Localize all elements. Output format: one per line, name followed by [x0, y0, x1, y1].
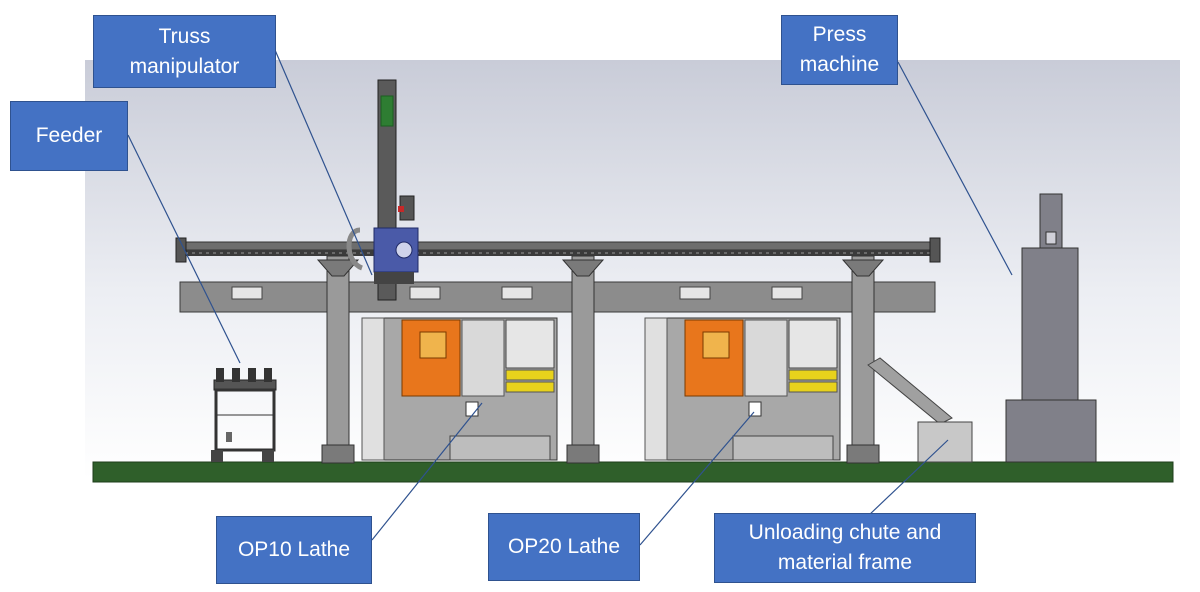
truss-manipulator-label: Truss manipulator	[93, 15, 276, 88]
leader-lines	[127, 49, 1013, 546]
scene-background	[85, 60, 1180, 480]
op20-lathe-label: OP20 Lathe	[488, 513, 640, 581]
feeder-machine	[211, 368, 277, 462]
truss-rail	[175, 237, 941, 263]
truss-columns	[316, 255, 885, 464]
truss-beam	[179, 281, 936, 313]
op10-lathe-machine	[361, 317, 558, 461]
press-machine-label-line2: machine	[799, 53, 880, 76]
manipulator-arm	[346, 79, 419, 301]
press-machine-label-line1: Press	[812, 23, 867, 46]
feeder-label-text: Feeder	[35, 124, 103, 147]
feeder-label: Feeder	[10, 101, 128, 171]
truss-manipulator-label-line2: manipulator	[129, 54, 240, 78]
unloading-chute	[867, 357, 973, 463]
truss-manipulator-label-line1: Truss	[158, 24, 211, 48]
unloading-chute-label-line1: Unloading chute and	[748, 521, 942, 544]
op20-lathe-label-text: OP20 Lathe	[507, 535, 621, 558]
press-machine-label: Press machine	[781, 15, 898, 85]
unloading-chute-label-line2: material frame	[777, 551, 913, 574]
unloading-chute-label: Unloading chute and material frame	[714, 513, 976, 583]
op20-lathe-machine	[644, 317, 841, 461]
op10-lathe-label: OP10 Lathe	[216, 516, 372, 584]
press-machine	[1005, 193, 1097, 463]
floor-base	[92, 461, 1174, 483]
op10-lathe-label-text: OP10 Lathe	[237, 538, 351, 561]
